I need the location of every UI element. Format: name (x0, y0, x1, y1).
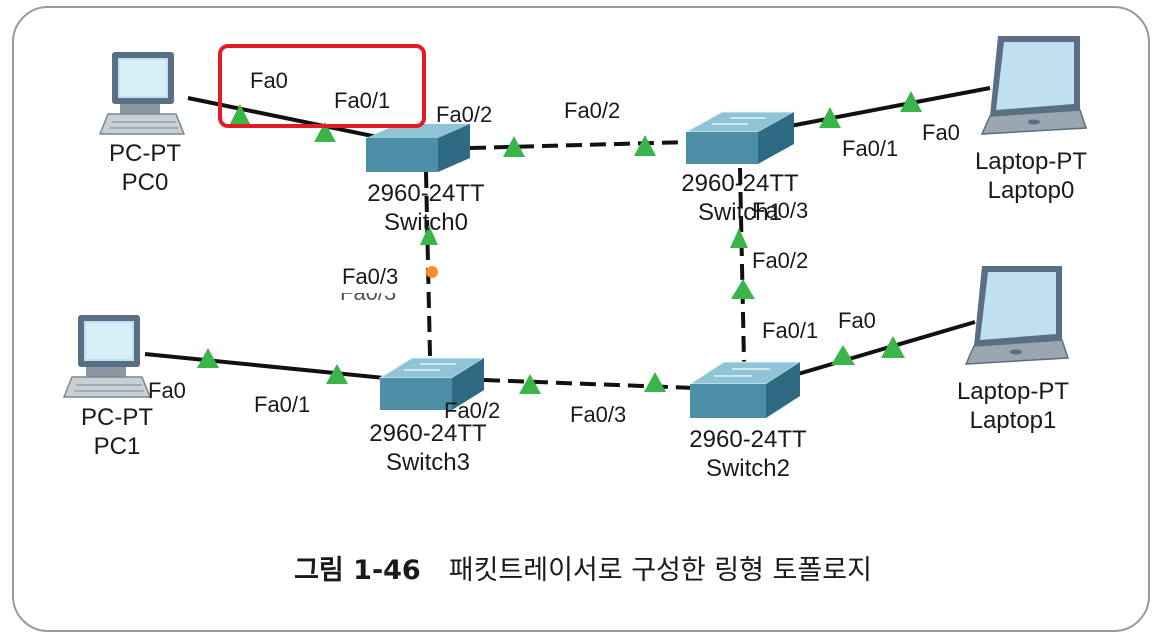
pc1-type: PC-PT (81, 404, 153, 431)
switch3-name: Switch3 (385, 448, 471, 476)
link-light-sw1-fa0-3 (730, 228, 748, 248)
link-light-sw0-fa0-2 (503, 136, 525, 157)
switch0-name: Switch0 (383, 208, 469, 236)
port-label-sw0-fa0-2: Fa0/2 (436, 102, 493, 127)
link-switch3-switch2 (483, 378, 697, 390)
port-label-sw2-fa0-2: Fa0/2 (752, 248, 809, 273)
link-light-sw1-fa0-2 (634, 135, 656, 156)
pc0-type: PC-PT (109, 140, 181, 167)
port-label-sw1-fa0-3: Fa0/3 (752, 198, 809, 223)
switch2-icon (688, 361, 802, 418)
device-label-pc0: PC-PT PC0 (90, 140, 200, 198)
link-light-sw0-fa0-1 (314, 122, 336, 142)
pc0-icon (98, 52, 186, 135)
port-label-sw3-fa0-3: Fa0/3 (340, 293, 396, 302)
link-light-laptop0-fa0 (900, 91, 922, 112)
switch3-model: 2960-24TT (369, 420, 487, 447)
device-label-laptop1: Laptop-PT Laptop1 (938, 378, 1088, 436)
link-light-pc1-fa0 (197, 348, 219, 368)
port-label-sw0-fa0-1: Fa0/1 (334, 88, 391, 113)
link-switch1-switch2 (738, 167, 746, 363)
link-light-sw2-fa0-2 (731, 279, 755, 299)
link-light-sw2-fa0-1 (831, 345, 855, 365)
caption-text: 패킷트레이서로 구성한 링형 토폴로지 (448, 555, 872, 586)
link-light-sw0-fa0-3 (420, 225, 438, 245)
link-switch0-switch1 (469, 140, 691, 150)
link-light-laptop1-fa0 (881, 336, 905, 358)
switch1-icon (684, 111, 796, 164)
device-label-pc1: PC-PT PC1 (62, 404, 172, 462)
laptop0-icon (980, 36, 1088, 135)
laptop0-name: Laptop0 (987, 176, 1075, 204)
port-label-sw2-fa0-3: Fa0/3 (570, 402, 627, 427)
device-label-switch1: 2960-24TT Switch1 (670, 170, 810, 228)
device-label-laptop0: Laptop-PT Laptop0 (956, 148, 1106, 206)
switch0-model: 2960-24TT (367, 180, 485, 207)
device-label-switch0: 2960-24TT Switch0 (356, 180, 496, 238)
switch0-icon (366, 124, 470, 172)
link-pc1-switch3 (144, 352, 385, 380)
caption-number: 그림 1-46 (294, 555, 421, 586)
switch1-model: 2960-24TT (681, 170, 799, 197)
switch2-name: Switch2 (705, 454, 791, 482)
link-light-sw3-fa0-2 (519, 374, 541, 394)
port-label-pc0-fa0: Fa0 (250, 68, 288, 93)
laptop1-icon (964, 266, 1070, 365)
device-label-switch2: 2960-24TT Switch2 (678, 426, 818, 484)
switch1-name: Switch1 (697, 198, 783, 226)
figure-caption: 그림 1-46 패킷트레이서로 구성한 링형 토폴로지 (0, 548, 1166, 587)
link-light-sw3-fa0-1 (326, 364, 348, 384)
port-label-laptop0-fa0: Fa0 (922, 120, 960, 145)
port-label-sw1-fa0-1: Fa0/1 (842, 136, 899, 161)
device-label-switch3: 2960-24TT Switch3 (358, 420, 498, 478)
pc0-name: PC0 (121, 168, 169, 196)
link-light-sw2-fa0-3 (644, 372, 666, 392)
switch3-icon (378, 357, 486, 410)
link-light-sw1-fa0-1 (819, 107, 841, 128)
highlight-box (218, 44, 426, 128)
port-label-pc1-fa0: Fa0 (148, 378, 186, 403)
link-pc0-switch0 (187, 96, 393, 142)
link-light-blocked-sw0-fa0-3 (426, 266, 438, 278)
link-switch0-switch3 (424, 171, 432, 357)
port-label-sw2-fa0-1: Fa0/1 (762, 318, 819, 343)
figure-frame (12, 6, 1150, 632)
port-label-laptop1-fa0: Fa0 (838, 308, 876, 333)
link-light-pc0-fa0 (229, 104, 251, 126)
laptop1-name: Laptop1 (969, 406, 1057, 434)
laptop1-type: Laptop-PT (956, 378, 1070, 405)
port-label-sw1-fa0-2: Fa0/2 (564, 98, 621, 123)
switch2-model: 2960-24TT (689, 426, 807, 453)
port-label-sw3-fa0-2: Fa0/2 (444, 398, 501, 423)
port-label-sw0-fa0-3: Fa0/3 (342, 264, 399, 289)
pc1-icon (62, 315, 152, 398)
link-switch1-laptop0 (789, 86, 991, 128)
pc1-name: PC1 (93, 432, 141, 460)
laptop0-type: Laptop-PT (974, 148, 1088, 175)
port-label-sw3-fa0-1: Fa0/1 (254, 392, 311, 417)
port-label-sw3-fa0-3-clipped: Fa0/3 (340, 293, 396, 302)
